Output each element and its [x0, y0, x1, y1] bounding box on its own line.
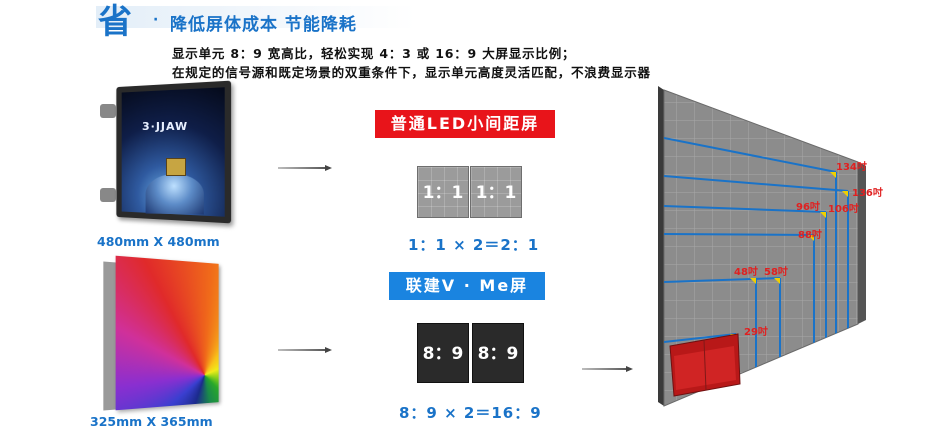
- size-label-88: 88吋: [798, 228, 822, 241]
- cabinet-325-image: [103, 255, 228, 411]
- arrow-right-icon: [278, 349, 326, 351]
- size-label-134: 134吋: [836, 160, 867, 173]
- standard-tile: 1：1: [470, 166, 522, 218]
- cabinet-480-image: 3·JJAW: [100, 80, 240, 226]
- cabinet-325-label: 325mm X 365mm: [90, 414, 213, 429]
- standard-equation: 1：1 × 2＝2：1: [408, 236, 540, 254]
- description-line-1: 显示单元 8：9 宽高比，轻松实现 4：3 或 16：9 大屏显示比例；: [172, 46, 576, 61]
- standard-screen-title: 普通LED小间距屏: [375, 110, 555, 138]
- standard-tile: 1：1: [417, 166, 469, 218]
- poster-title: 3·JJAW: [142, 120, 189, 133]
- headline: 降低屏体成本 节能降耗: [170, 15, 357, 35]
- header-icon-char: 省: [98, 2, 132, 42]
- cabinet-handle-top: [100, 104, 116, 118]
- vme-equation: 8：9 × 2＝16：9: [399, 404, 542, 422]
- planet-graphic: [145, 173, 204, 215]
- header-bullet: ·: [153, 12, 159, 28]
- arrow-right-icon: [278, 167, 326, 169]
- description-line-2: 在规定的信号源和既定场景的双重条件下，显示单元高度灵活匹配，不浪费显示器: [172, 65, 651, 80]
- arrow-head-icon: [325, 347, 332, 353]
- size-label-106: 106吋: [828, 202, 859, 215]
- size-label-136: 136吋: [852, 186, 883, 199]
- arrow-head-icon: [325, 165, 332, 171]
- header-banner: [96, 6, 416, 28]
- size-label-48: 48吋: [734, 265, 758, 278]
- vme-tile: 8：9: [417, 323, 469, 383]
- video-wall-illustration: 134吋 136吋 96吋 106吋 88吋 48吋 58吋 29吋: [658, 86, 883, 407]
- arrow-right-icon: [582, 368, 628, 370]
- wall-side: [858, 162, 866, 324]
- size-label-58: 58吋: [764, 265, 788, 278]
- arrow-head-icon: [626, 366, 633, 372]
- vme-tile: 8：9: [472, 323, 524, 383]
- cabinet-screen-swirl: [115, 255, 219, 411]
- cabinet-480-label: 480mm X 480mm: [97, 234, 220, 249]
- wall-frame-lines: [664, 137, 849, 392]
- robot-graphic: [166, 158, 186, 176]
- wall-edge: [658, 86, 664, 406]
- vme-screen-title: 联建V · Me屏: [389, 272, 545, 300]
- cabinet-handle-bottom: [100, 188, 116, 202]
- size-label-29: 29吋: [744, 325, 768, 338]
- size-label-96: 96吋: [796, 200, 820, 213]
